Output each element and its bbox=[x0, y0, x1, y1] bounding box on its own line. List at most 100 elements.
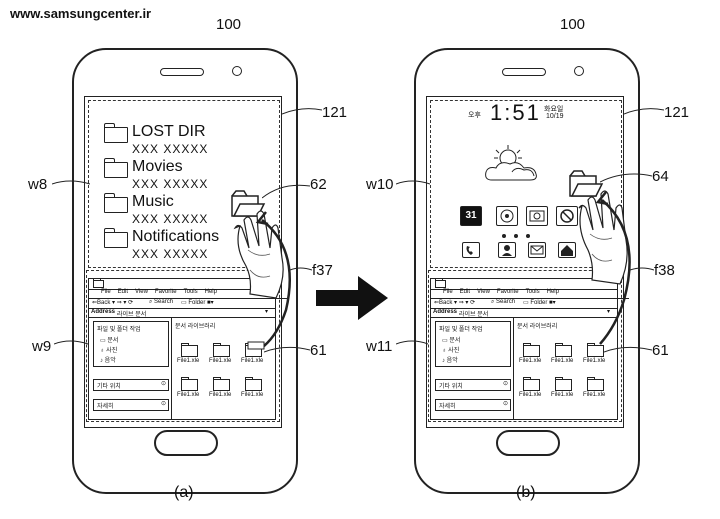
leader-w8 bbox=[52, 180, 90, 188]
task-panel: 파일 및 폴더 작업 ▭ 문서 ♁ 사진 ♪ 음악 bbox=[93, 321, 169, 367]
file-icon[interactable] bbox=[523, 379, 540, 391]
file-label: File1.xle bbox=[551, 358, 573, 364]
ref-121-a: 121 bbox=[322, 104, 347, 121]
file-icon[interactable] bbox=[523, 345, 540, 357]
file-label: File1.xle bbox=[209, 358, 231, 364]
file-label: File1.xle bbox=[177, 358, 199, 364]
menu-item[interactable]: Favorite bbox=[497, 289, 519, 295]
task-item[interactable]: ♪ 음악 bbox=[442, 355, 458, 364]
task-item[interactable]: ▭ 문서 bbox=[442, 335, 460, 344]
task-item[interactable]: ▭ 문서 bbox=[100, 335, 118, 344]
contacts-app-icon[interactable] bbox=[498, 242, 516, 258]
folder-icon bbox=[104, 232, 128, 248]
ref-w10: w10 bbox=[366, 176, 394, 193]
back-button[interactable]: ⇐Back ▾ ⇒ ▾ ⟳ bbox=[434, 299, 475, 306]
watermark-text: www.samsungcenter.ir bbox=[10, 6, 151, 21]
device-ref-a: 100 bbox=[216, 16, 241, 33]
explorer-left-pane: 파일 및 폴더 작업 ▭ 문서 ♁ 사진 ♪ 음악 기타 위치 ⊙ 자세히 ⊙ bbox=[89, 317, 172, 419]
expand-icon[interactable]: ⊙ bbox=[161, 400, 166, 407]
ref-61-b: 61 bbox=[652, 342, 669, 359]
address-label: Address bbox=[91, 309, 115, 315]
folder-sub: XXX XXXXX bbox=[132, 177, 208, 191]
task-item[interactable]: ♁ 사진 bbox=[442, 345, 459, 354]
clock-time: 1:51 bbox=[490, 100, 541, 126]
explorer-left-pane: 파일 및 폴더 작업 ▭ 문서 ♁ 사진 ♪ 음악 기타 위치 ⊙ 자세히 ⊙ bbox=[431, 317, 514, 419]
menu-item[interactable]: Tools bbox=[184, 289, 198, 295]
leader-w11 bbox=[396, 340, 428, 348]
folder-sub: XXX XXXXX bbox=[132, 247, 208, 261]
weather-widget-icon[interactable] bbox=[482, 144, 552, 186]
leader-64 bbox=[600, 172, 652, 184]
leader-121-a bbox=[282, 108, 322, 116]
home-button-b[interactable] bbox=[496, 430, 560, 456]
search-button[interactable]: ⌕ Search bbox=[491, 299, 515, 306]
menu-item[interactable]: View bbox=[477, 289, 490, 295]
menu-item[interactable]: File bbox=[443, 289, 453, 295]
drag-gesture-b bbox=[546, 166, 656, 350]
home-button-a[interactable] bbox=[154, 430, 218, 456]
menu-item[interactable]: Edit bbox=[118, 289, 128, 295]
menu-item[interactable]: Favorite bbox=[155, 289, 177, 295]
calendar-app-icon[interactable]: 31 bbox=[460, 206, 482, 226]
file-icon[interactable] bbox=[245, 379, 262, 391]
dragged-folder-icon bbox=[570, 171, 602, 196]
menu-item[interactable]: Tools bbox=[526, 289, 540, 295]
file-icon[interactable] bbox=[587, 379, 604, 391]
expand-icon[interactable]: ⊙ bbox=[503, 380, 508, 387]
settings-app-icon[interactable] bbox=[496, 206, 518, 226]
search-button[interactable]: ⌕ Search bbox=[149, 299, 173, 306]
ref-64: 64 bbox=[652, 168, 669, 185]
gallery-app-icon[interactable] bbox=[526, 206, 548, 226]
task-item[interactable]: ♁ 사진 bbox=[100, 345, 117, 354]
camera-b bbox=[574, 66, 584, 76]
page-indicator-dot[interactable] bbox=[526, 234, 530, 238]
details-panel[interactable]: 자세히 ⊙ bbox=[435, 399, 511, 411]
expand-icon[interactable]: ⊙ bbox=[161, 380, 166, 387]
address-label: Address bbox=[433, 309, 457, 315]
ref-62: 62 bbox=[310, 176, 327, 193]
task-panel-header: 파일 및 폴더 작업 bbox=[97, 324, 141, 333]
hand-icon bbox=[235, 211, 283, 298]
leader-121-b bbox=[624, 108, 664, 116]
task-item[interactable]: ♪ 음악 bbox=[100, 355, 116, 364]
details-label: 자세히 bbox=[97, 401, 114, 410]
file-label: File1.xle bbox=[519, 392, 541, 398]
file-label: File1.xle bbox=[583, 358, 605, 364]
destination-folder-icon bbox=[248, 342, 264, 349]
file-icon[interactable] bbox=[181, 379, 198, 391]
ref-f38: f38 bbox=[654, 262, 675, 279]
other-places-panel[interactable]: 기타 위치 ⊙ bbox=[435, 379, 511, 391]
page-indicator-dot[interactable] bbox=[502, 234, 506, 238]
back-button[interactable]: ⇐Back ▾ ⇒ ▾ ⟳ bbox=[92, 299, 133, 306]
page-indicator-dot[interactable] bbox=[514, 234, 518, 238]
folder-sub: XXX XXXXX bbox=[132, 212, 208, 226]
messages-app-icon[interactable] bbox=[528, 242, 546, 258]
leader-61-b bbox=[604, 346, 652, 356]
file-icon[interactable] bbox=[555, 379, 572, 391]
file-label: File1.xle bbox=[583, 392, 605, 398]
file-label: File1.xle bbox=[209, 392, 231, 398]
drag-gesture-a bbox=[200, 180, 310, 350]
folder-icon bbox=[104, 162, 128, 178]
menu-item[interactable]: Edit bbox=[460, 289, 470, 295]
folder-name[interactable]: Movies bbox=[132, 159, 183, 175]
folder-name[interactable]: Music bbox=[132, 194, 174, 210]
clock-ampm: 오후 bbox=[468, 110, 481, 120]
file-icon[interactable] bbox=[213, 379, 230, 391]
details-panel[interactable]: 자세히 ⊙ bbox=[93, 399, 169, 411]
menu-item[interactable]: View bbox=[135, 289, 148, 295]
expand-icon[interactable]: ⊙ bbox=[503, 400, 508, 407]
menu-item[interactable]: File bbox=[101, 289, 111, 295]
folder-icon bbox=[435, 280, 446, 288]
leader-f38 bbox=[630, 266, 654, 274]
leader-w10 bbox=[396, 180, 430, 188]
file-icon[interactable] bbox=[181, 345, 198, 357]
task-panel: 파일 및 폴더 작업 ▭ 문서 ♁ 사진 ♪ 음악 bbox=[435, 321, 511, 367]
leader-w9 bbox=[54, 340, 88, 348]
phone-app-icon[interactable] bbox=[462, 242, 480, 258]
file-label: File1.xle bbox=[241, 392, 263, 398]
folder-name[interactable]: LOST DIR bbox=[132, 124, 206, 140]
camera-a bbox=[232, 66, 242, 76]
other-places-panel[interactable]: 기타 위치 ⊙ bbox=[93, 379, 169, 391]
folder-sub: XXX XXXXX bbox=[132, 142, 208, 156]
